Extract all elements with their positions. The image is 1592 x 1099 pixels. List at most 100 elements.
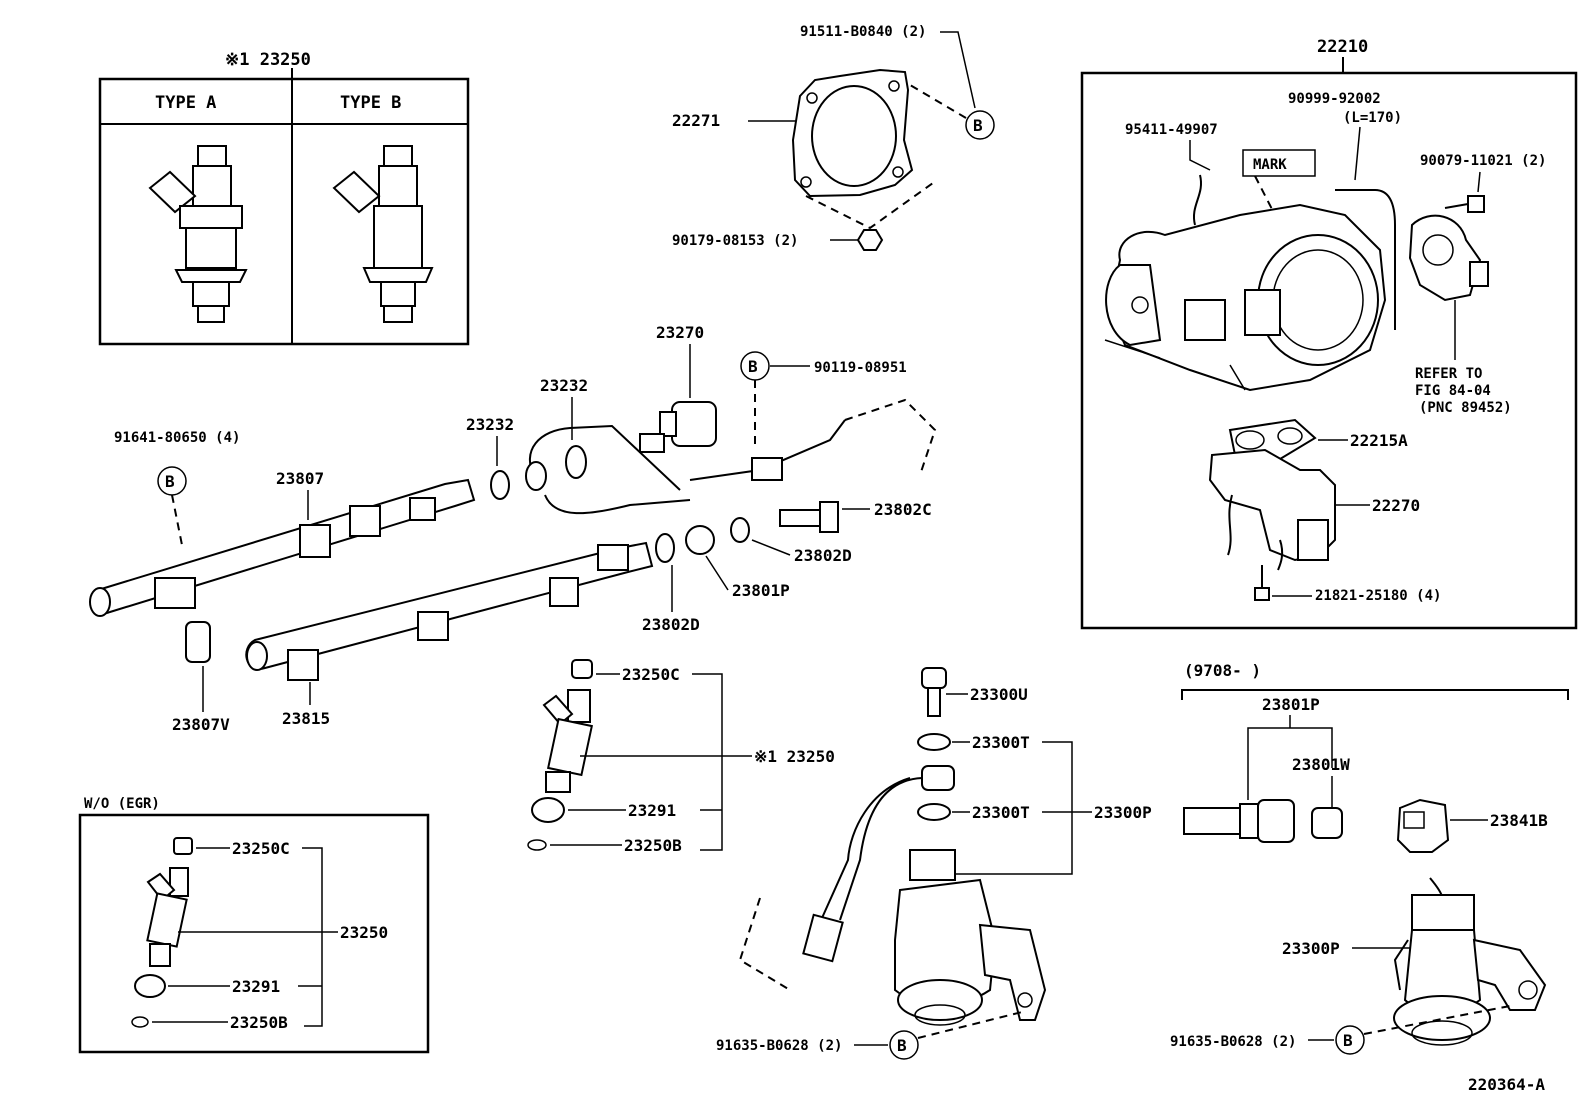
- union-label: 23801P: [732, 581, 790, 600]
- mark-label: MARK: [1253, 157, 1287, 173]
- injector-cap-icon: [571, 659, 593, 679]
- figure-id: 220364-A: [1468, 1075, 1545, 1094]
- nut-icon: [856, 229, 884, 251]
- throttle-gasket-group: 91511-B0840 (2) B 22271 90179-08153 (2): [672, 24, 995, 251]
- throttle-body-box: 22210 90999-92002 (L=170) 95411-49907 MA…: [1080, 37, 1578, 630]
- late-model-group: (9708- ) 23801P 23801W 23841B: [1170, 661, 1569, 1055]
- hose-fitting-icon: [751, 457, 783, 481]
- gasket-label: 22271: [672, 111, 720, 130]
- hose-label: 95411-49907: [1125, 122, 1218, 138]
- callout-b-3: B: [748, 357, 758, 376]
- connector-cap-icon: [1396, 798, 1450, 853]
- late-bolt-ref-label: 91635-B0628 (2): [1170, 1034, 1296, 1050]
- gasket-icon: [791, 68, 914, 198]
- washer-2-icon: [565, 445, 587, 479]
- egr-injector-icon: [146, 867, 189, 967]
- injector-ring-label: 23291: [628, 801, 676, 820]
- pulsation-damper-icon: [185, 621, 211, 663]
- injector-label: ※1 23250: [754, 747, 835, 766]
- pump-bolt-ref-label: 91635-B0628 (2): [716, 1038, 842, 1054]
- hose-icon: [1192, 174, 1203, 226]
- washer-3-label: 23802D: [794, 546, 852, 565]
- callout-b-5: B: [1343, 1031, 1353, 1050]
- callout-b-2: B: [165, 472, 175, 491]
- wo-egr-box: W/O (EGR) 23250C 23250 23291 23250B: [78, 796, 430, 1054]
- gasket-bolt-label: 91511-B0840 (2): [800, 24, 926, 40]
- washer-3-icon: [655, 533, 675, 563]
- type-a-label: TYPE A: [155, 93, 216, 113]
- fuel-pump-icon: [894, 849, 1047, 1026]
- rail-a-label: 23807: [276, 469, 324, 488]
- throttle-ref-label: 22210: [1317, 37, 1368, 57]
- injector-cap-label: 23250C: [622, 665, 680, 684]
- refer-line-1: REFER TO: [1415, 366, 1482, 382]
- injector-ring-icon: [531, 797, 565, 823]
- quick-connector-icon: [1183, 799, 1295, 843]
- egr-label-ring: 23291: [232, 977, 280, 996]
- union-bolt-label: 23802C: [874, 500, 932, 519]
- pump-bolt-icon: [921, 667, 947, 717]
- callout-b-4: B: [897, 1036, 907, 1055]
- hose2-label: 90999-92002: [1288, 91, 1381, 107]
- egr-label-injector: 23250: [340, 923, 388, 942]
- throttle-body-icon: [1104, 203, 1387, 392]
- hose-length-label: (L=170): [1343, 110, 1402, 126]
- pump-washer-1-icon: [917, 733, 951, 751]
- isc-bolt-icon: [1254, 565, 1270, 601]
- damper-label: 23807V: [172, 715, 230, 734]
- injector-oring-label: 23250B: [624, 836, 682, 855]
- connector-clip-icon: [1311, 807, 1343, 839]
- washer-2-label: 23232: [540, 376, 588, 395]
- fuel-rail-group: 91641-80650 (4) B 23807 23807V: [89, 323, 937, 734]
- callout-b-1: B: [973, 116, 983, 135]
- isc-gasket-label: 22215A: [1350, 431, 1408, 450]
- injector-group: 23250C ※1 23250 23291 23250B: [527, 659, 835, 855]
- isc-valve-label: 22270: [1372, 496, 1420, 515]
- egr-label-oring: 23250B: [230, 1013, 288, 1032]
- type-b-label: TYPE B: [340, 93, 401, 113]
- late-date-label: (9708- ): [1184, 661, 1261, 680]
- injector-type-inset: ※1 23250 TYPE A TYPE B: [98, 50, 470, 346]
- isc-bolt-label: 21821-25180 (4): [1315, 588, 1441, 604]
- injector-type-b-icon: [332, 145, 434, 323]
- pressure-regulator-icon: [639, 401, 717, 453]
- pump-t1-label: 23300T: [972, 733, 1030, 752]
- late-clip-label: 23801W: [1292, 755, 1350, 774]
- union-icon: [685, 525, 715, 555]
- rail-bolt-label: 91641-80650 (4): [114, 430, 240, 446]
- gasket-nut-label: 90179-08153 (2): [672, 233, 798, 249]
- isc-valve-icon: [1208, 448, 1336, 571]
- regulator-label: 23270: [656, 323, 704, 342]
- screw-label: 90079-11021 (2): [1420, 153, 1546, 169]
- injector-oring-icon: [527, 839, 547, 851]
- washer-1-icon: [490, 470, 510, 500]
- injector-icon: [542, 689, 594, 793]
- pump-u-label: 23300U: [970, 685, 1028, 704]
- fuel-rail-a-icon: [89, 478, 476, 617]
- injector-type-a-icon: [148, 145, 248, 323]
- fuel-pump-group: 23300U 23300T 23300P 23300T 91635-B0628 …: [716, 667, 1152, 1060]
- screw-icon: [1444, 195, 1485, 213]
- pump-washer-2-icon: [917, 803, 951, 821]
- washer-1-label: 23232: [466, 415, 514, 434]
- refer-line-3: (PNC 89452): [1419, 400, 1512, 416]
- fuel-pipe-icon: [529, 424, 691, 515]
- clip-ref-label: 90119-08951: [814, 360, 907, 376]
- refer-line-2: FIG 84-04: [1415, 383, 1491, 399]
- pump-p-label: 23300P: [1094, 803, 1152, 822]
- throttle-position-sensor-icon: [1408, 214, 1489, 302]
- rail-b-label: 23815: [282, 709, 330, 728]
- late-cap-label: 23841B: [1490, 811, 1548, 830]
- fuel-rail-b-icon: [245, 541, 654, 681]
- washer-4-label: 23802D: [642, 615, 700, 634]
- late-fuel-pump-icon: [1393, 877, 1547, 1046]
- pump-hose-icon: [802, 765, 955, 963]
- late-pump-label: 23300P: [1282, 939, 1340, 958]
- union-bolt-icon: [779, 501, 839, 533]
- egr-title: W/O (EGR): [84, 796, 160, 812]
- pump-t2-label: 23300T: [972, 803, 1030, 822]
- egr-label-cap: 23250C: [232, 839, 290, 858]
- type-inset-ref: ※1 23250: [225, 50, 311, 70]
- late-union-label: 23801P: [1262, 695, 1320, 714]
